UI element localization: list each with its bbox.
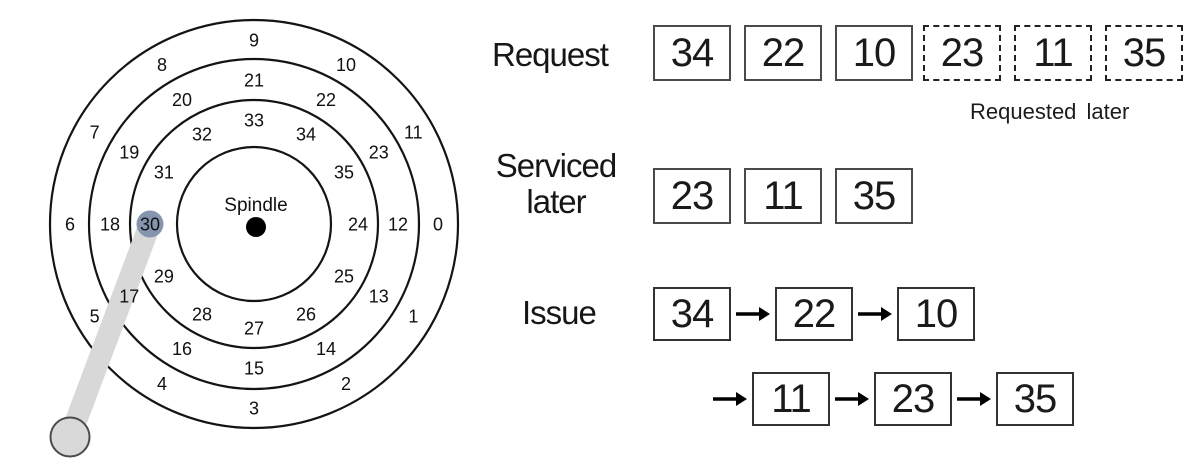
sector-label: 19 [119, 142, 139, 162]
issue-chain-line2: 11 23 35 [712, 372, 1074, 426]
queue-box: 35 [1105, 25, 1183, 81]
serviced-later-label-line2: later [526, 183, 586, 220]
sector-label: 9 [249, 30, 259, 50]
spindle-dot [246, 217, 266, 237]
queue-box: 35 [835, 168, 913, 224]
sector-label: 21 [244, 70, 264, 90]
head-position-marker [136, 210, 164, 238]
sector-label: 15 [244, 358, 264, 378]
sector-label: 30 [140, 214, 160, 234]
serviced-later-label-line1: Serviced [495, 147, 617, 184]
track-circle [128, 98, 380, 350]
queue-box: 35 [996, 372, 1074, 426]
request-label: Request [492, 36, 609, 73]
sector-label: 12 [388, 214, 408, 234]
sector-label: 6 [65, 214, 75, 234]
arrow-right-icon [834, 372, 870, 426]
track-circle [175, 145, 333, 303]
track-circle [87, 57, 421, 391]
sector-label: 10 [336, 55, 356, 75]
queue-box: 11 [744, 168, 822, 224]
sector-label: 1 [408, 306, 418, 326]
queue-box: 34 [653, 287, 731, 341]
sector-label: 22 [316, 90, 336, 110]
sector-label: 32 [192, 124, 212, 144]
sector-label: 33 [244, 110, 264, 130]
queue-box: 22 [775, 287, 853, 341]
sector-label: 2 [341, 374, 351, 394]
sector-label: 29 [154, 266, 174, 286]
sector-label: 13 [369, 286, 389, 306]
sector-label: 3 [249, 398, 259, 418]
arm-pivot [49, 416, 91, 458]
queue-box: 34 [653, 25, 731, 81]
issue-label: Issue [522, 294, 597, 331]
arrow-right-icon [857, 287, 893, 341]
sector-label: 25 [334, 266, 354, 286]
sector-label: 27 [244, 318, 264, 338]
sector-label: 17 [119, 286, 139, 306]
queue-box: 23 [923, 25, 1001, 81]
queue-box: 10 [897, 287, 975, 341]
sector-label: 14 [316, 339, 336, 359]
sector-label: 23 [369, 142, 389, 162]
sector-label: 18 [100, 214, 120, 234]
arrow-right-icon [956, 372, 992, 426]
arrow-right-icon [735, 287, 771, 341]
sector-label: 35 [334, 162, 354, 182]
issue-chain-line1: 34 22 10 [653, 287, 975, 341]
sector-label: 24 [348, 214, 368, 234]
track-circle [48, 18, 460, 430]
requested-later-note: Requested later [970, 99, 1130, 124]
disk-platter-figure: 0123456789101112131415161718192021222324… [48, 18, 460, 458]
queue-box: 23 [653, 168, 731, 224]
sector-label: 34 [296, 124, 316, 144]
sector-label: 4 [157, 374, 167, 394]
sector-label: 0 [433, 214, 443, 234]
queue-box: 11 [752, 372, 830, 426]
sector-label: 8 [157, 55, 167, 75]
disk-arm [59, 220, 161, 441]
sector-label: 5 [90, 306, 100, 326]
queue-box: 10 [835, 25, 913, 81]
sector-label: 31 [154, 162, 174, 182]
sector-label: 7 [90, 122, 100, 142]
sector-label: 26 [296, 305, 316, 325]
sector-label: 11 [404, 122, 423, 142]
spindle-label: Spindle [224, 195, 287, 216]
sector-label: 28 [192, 305, 212, 325]
sector-label: 16 [172, 339, 192, 359]
arrow-right-icon [712, 372, 748, 426]
queue-box: 22 [744, 25, 822, 81]
queue-box: 11 [1014, 25, 1092, 81]
sector-label: 20 [172, 90, 192, 110]
queue-box: 23 [874, 372, 952, 426]
